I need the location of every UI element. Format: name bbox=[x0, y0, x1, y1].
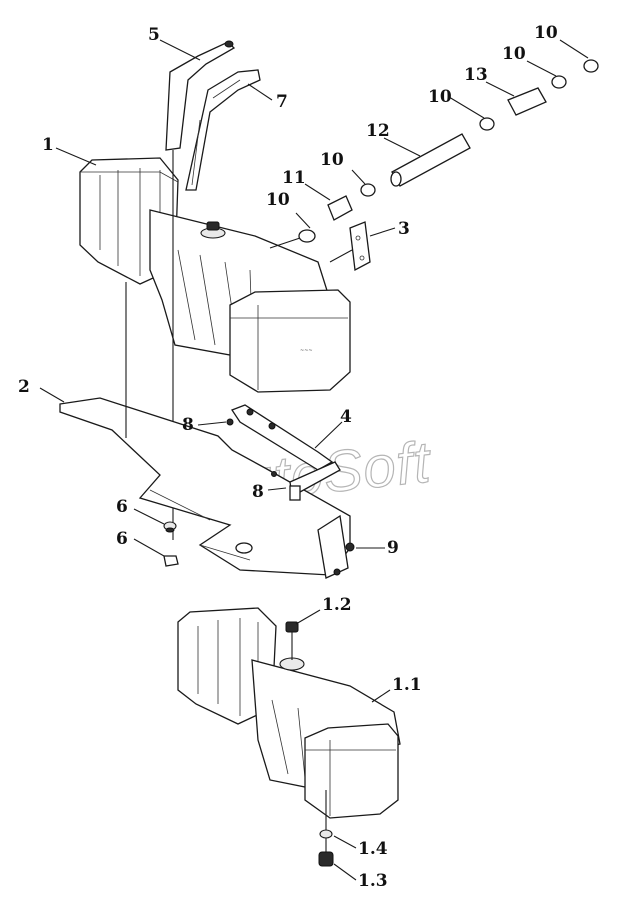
callout-1: 1 bbox=[42, 135, 54, 155]
callout-12: 12 bbox=[366, 121, 390, 141]
callout-11: 11 bbox=[282, 168, 306, 188]
shield-9 bbox=[317, 514, 355, 579]
callout-7: 7 bbox=[276, 92, 288, 112]
callout-10-clamp-2: 10 bbox=[320, 150, 344, 170]
callout-10-clamp-4: 10 bbox=[502, 44, 526, 64]
callout-1-3: 1.3 bbox=[358, 871, 388, 891]
callout-5: 5 bbox=[148, 25, 160, 45]
bracket-4 bbox=[231, 404, 341, 501]
callout-4: 4 bbox=[340, 407, 352, 427]
callout-3: 3 bbox=[398, 219, 410, 239]
fasteners bbox=[163, 418, 277, 567]
callout-9: 9 bbox=[387, 538, 399, 558]
svg-text:~~~: ~~~ bbox=[300, 348, 313, 354]
callout-6-lower: 6 bbox=[116, 529, 128, 549]
callout-1-1: 1.1 bbox=[392, 675, 422, 695]
callout-10-clamp-1: 10 bbox=[266, 190, 290, 210]
callout-13: 13 bbox=[464, 65, 488, 85]
callout-10-clamp-5: 10 bbox=[534, 23, 558, 43]
mounting-plate-2 bbox=[59, 282, 351, 576]
callout-1-2: 1.2 bbox=[322, 595, 352, 615]
leader-lines bbox=[39, 39, 589, 881]
callout-6-upper: 6 bbox=[116, 497, 128, 517]
vent-hose-assembly bbox=[269, 59, 599, 249]
callout-labels: 5 7 1 3 2 4 8 8 6 6 9 10 11 10 12 10 13 … bbox=[18, 23, 558, 891]
filler-pipe-7 bbox=[185, 69, 261, 191]
callout-10-clamp-3: 10 bbox=[428, 87, 452, 107]
callout-1-4: 1.4 bbox=[358, 839, 388, 859]
callout-2: 2 bbox=[18, 377, 30, 397]
bracket-3 bbox=[329, 221, 371, 272]
callout-8-upper: 8 bbox=[182, 415, 194, 435]
fuel-tank-1-1 bbox=[177, 607, 401, 867]
callout-8-lower: 8 bbox=[252, 482, 264, 502]
fuel-tank-assembly: ~~~ bbox=[79, 157, 351, 393]
